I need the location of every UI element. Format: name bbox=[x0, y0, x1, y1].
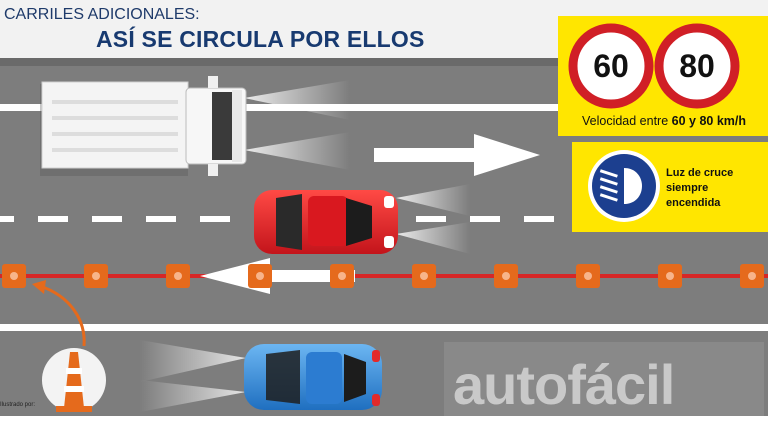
separator-line bbox=[0, 274, 768, 278]
curve-arrow-head bbox=[32, 280, 46, 294]
brand-logo: autofácil bbox=[453, 353, 675, 416]
lights-caption: Luz de cruce siempre encendida bbox=[666, 166, 733, 211]
speed-caption: Velocidad entre 60 y 80 km/h bbox=[566, 114, 762, 128]
speed-sign-80: 80 bbox=[679, 48, 715, 84]
lights-caption-line2: siempre bbox=[666, 182, 709, 194]
bollards bbox=[2, 264, 764, 288]
brand-backdrop bbox=[444, 342, 764, 416]
truck-beam-upper bbox=[244, 80, 350, 120]
lights-caption-line1: Luz de cruce bbox=[666, 167, 734, 179]
lights-caption-line3: encendida bbox=[666, 197, 721, 209]
forward-arrow bbox=[374, 134, 540, 176]
subtitle: CARRILES ADICIONALES: bbox=[4, 6, 200, 23]
blue-car-beam-upper bbox=[140, 340, 246, 382]
speed-sign-60: 60 bbox=[593, 48, 629, 84]
red-car bbox=[254, 190, 398, 254]
speed-caption-prefix: Velocidad entre bbox=[581, 114, 672, 128]
credit-text: Ilustrado por: bbox=[0, 402, 36, 408]
speed-panel bbox=[558, 16, 768, 136]
curve-arrow bbox=[39, 284, 86, 347]
truck-beam-lower bbox=[244, 132, 350, 170]
truck bbox=[40, 76, 247, 176]
lane-line-solid-bottom bbox=[0, 324, 768, 331]
blue-car-beam-lower bbox=[140, 380, 246, 412]
road-edge bbox=[0, 58, 768, 66]
red-car-beam-upper bbox=[396, 184, 470, 216]
page-title: ASÍ SE CIRCULA POR ELLOS bbox=[96, 26, 425, 52]
lane-line-solid-top bbox=[0, 104, 560, 111]
red-car-beam-lower bbox=[396, 222, 470, 254]
blue-car bbox=[244, 344, 382, 410]
cone-icon bbox=[42, 348, 106, 412]
lights-panel bbox=[572, 142, 768, 232]
speed-caption-range: 60 y 80 km/h bbox=[671, 114, 746, 128]
